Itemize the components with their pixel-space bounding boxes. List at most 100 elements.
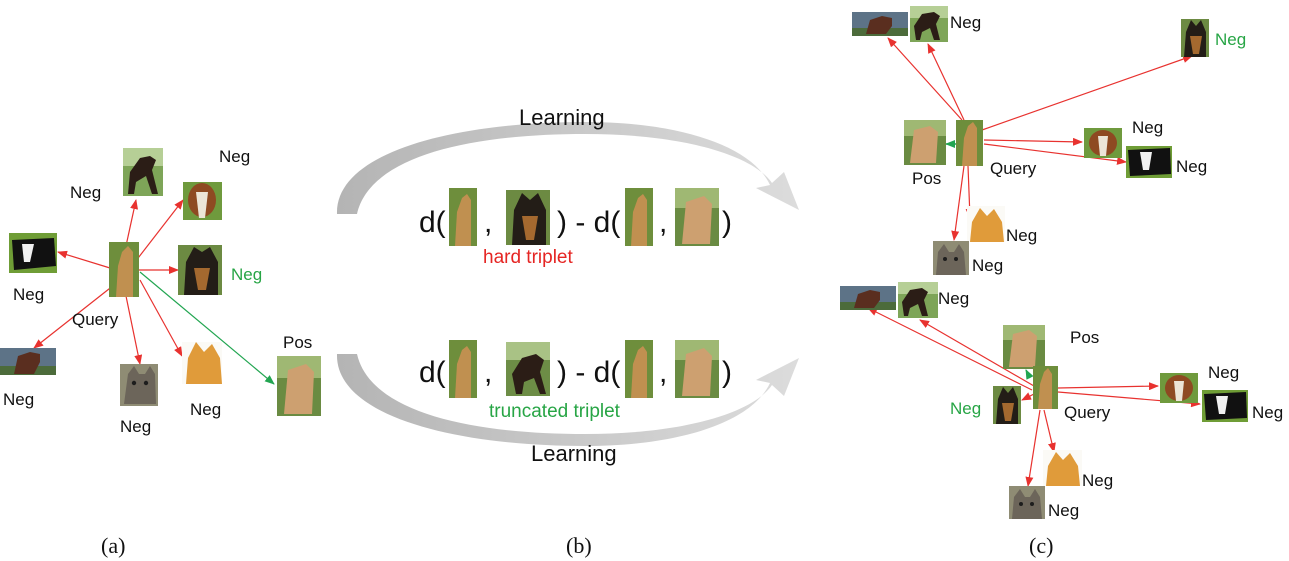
dog-positive-thumbnail [904,120,946,165]
panel-c-bottom-images [840,282,1248,519]
panel-c-bottom: Neg Pos Neg Neg Neg Query Neg Neg [840,282,1283,520]
horse-pair-thumbnail [852,12,908,36]
dog-query-thumbnail [625,188,653,246]
label-pos: Pos [283,333,312,352]
label-neg: Neg [1208,363,1239,382]
label-query: Query [72,310,119,329]
learning-arrow-top [336,122,799,214]
tabby-cat-thumbnail [1009,486,1045,519]
label-neg-highlight: Neg [950,399,981,418]
dog-positive-thumbnail [277,356,321,416]
label-neg: Neg [219,147,250,166]
panel-c-top-images [852,6,1209,275]
label-neg: Neg [190,400,221,419]
orange-cat-thumbnail [182,342,222,384]
edge-query-horse-2 [927,43,965,121]
comma: , [484,206,492,239]
horse-thumbnail-2 [0,348,56,375]
d-open: d( [419,206,446,239]
tabby-cat-thumbnail [933,241,969,275]
learning-label-bottom: Learning [531,441,617,466]
horse-pair-thumbnail [840,286,896,310]
edge-query-tabby [951,165,965,241]
label-neg: Neg [1082,471,1113,490]
label-neg: Neg [950,13,981,32]
label-neg: Neg [120,417,151,436]
edge-query-black-cow [57,250,111,269]
edge-query-cow [134,199,184,263]
label-neg: Neg [70,183,101,202]
german-shepherd-thumbnail [506,190,550,245]
german-shepherd-thumbnail [993,386,1021,424]
label-pos: Pos [912,169,941,188]
panel-c-top: Neg Neg Neg Neg Pos Query Neg Neg [852,6,1246,275]
label-neg: Neg [1176,157,1207,176]
dog-positive-thumbnail [675,188,719,246]
label-neg-highlight: Neg [231,265,262,284]
cow-thumbnail [183,182,222,220]
label-neg: Neg [938,289,969,308]
hard-triplet-equation: d( , ) - d( , ) hard tri [419,188,732,268]
learning-label-top: Learning [519,105,605,130]
minus-d-open: ) - d( [557,356,620,389]
edge-query-cat [139,279,183,357]
panel-c-bottom-labels: Neg Pos Neg Neg Neg Query Neg Neg [938,289,1283,520]
label-query: Query [990,159,1037,178]
panel-c-caption: (c) [1029,533,1053,558]
label-neg-highlight: Neg [1215,30,1246,49]
label-neg: Neg [1048,501,1079,520]
edge-query-black-cow [983,143,1127,165]
dog-query-thumbnail [956,120,983,166]
edge-query-shepherd [1021,392,1035,401]
edge-query-horse [919,319,1035,387]
panel-a-edges [33,199,275,385]
label-neg: Neg [13,285,44,304]
orange-cat-thumbnail [967,206,1005,242]
german-shepherd-thumbnail [1181,19,1209,57]
panel-b: Learning Learning d( , ) - d( , [336,105,799,466]
edge-query-positive [139,271,275,385]
panel-a: Neg Neg Neg Neg Query Neg Neg Neg Pos [0,147,321,436]
tabby-cat-thumbnail [120,364,158,406]
panel-c-top-labels: Neg Neg Neg Neg Pos Query Neg Neg [912,13,1246,275]
horse-thumbnail [123,148,163,196]
edge-query-horse [887,37,963,121]
comma: , [659,356,667,389]
minus-d-open: ) - d( [557,206,620,239]
black-cow-thumbnail [1126,146,1172,178]
dog-query-thumbnail [449,340,477,398]
edge-query-cat [1043,409,1056,453]
label-pos: Pos [1070,328,1099,347]
edge-query-cow [983,137,1083,146]
horse-thumbnail [910,6,948,42]
learning-arrow-bottom [336,354,799,446]
edge-query-horse-2 [867,307,1033,391]
comma: , [484,356,492,389]
orange-cat-thumbnail [1043,450,1082,486]
label-neg: Neg [1006,226,1037,245]
close-paren: ) [722,206,732,239]
panel-a-labels: Neg Neg Neg Neg Query Neg Neg Neg Pos [3,147,312,436]
panel-b-caption: (b) [566,533,592,558]
hard-triplet-label: hard triplet [483,247,573,268]
truncated-triplet-label: truncated triplet [489,401,621,422]
edge-query-tabby [1025,409,1041,487]
black-cow-thumbnail [1202,390,1248,422]
dog-query-thumbnail [1033,366,1058,409]
close-paren: ) [722,356,732,389]
truncated-triplet-equation: d( , ) - d( , ) truncate [419,340,732,422]
d-open: d( [419,356,446,389]
black-cow-thumbnail [9,233,57,273]
edge-query-shepherd [981,55,1193,131]
edge-query-horse-2 [33,284,115,349]
panel-a-caption: (a) [101,533,125,558]
label-neg: Neg [972,256,1003,275]
label-neg: Neg [3,390,34,409]
panel-c-top-edges [887,37,1193,241]
dog-query-thumbnail [109,242,139,297]
label-neg: Neg [1252,403,1283,422]
cow-thumbnail [1160,373,1198,403]
edge-query-tabby [125,295,143,365]
